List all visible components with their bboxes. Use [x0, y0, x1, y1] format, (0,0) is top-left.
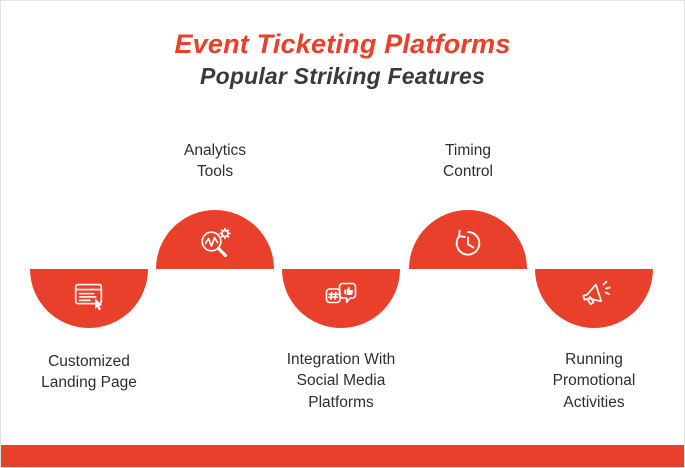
feature-label: Integration With Social Media Platforms	[286, 351, 396, 411]
feature-dome-promotional-activities	[535, 269, 653, 328]
feature-label: Running Promotional Activities	[552, 351, 636, 411]
page-subtitle: Popular Striking Features	[200, 63, 485, 90]
analytics-icon	[195, 224, 235, 264]
landing-page-icon	[69, 276, 109, 316]
page-title: Event Ticketing Platforms	[174, 29, 511, 59]
feature-dome-analytics-tools	[156, 210, 274, 269]
header: Event Ticketing Platforms Popular Striki…	[1, 29, 684, 91]
feature-label: Customized Landing Page	[41, 353, 137, 392]
footer-bar	[1, 445, 684, 467]
feature-dome-timing-control	[409, 210, 527, 269]
feature-label: Timing Control	[443, 142, 493, 181]
megaphone-icon	[574, 276, 614, 316]
feature-label: Analytics Tools	[183, 142, 247, 181]
timing-icon	[448, 224, 488, 264]
feature-dome-customized-landing-page	[30, 269, 148, 328]
social-media-icon	[321, 276, 361, 316]
feature-dome-social-media-integration	[282, 269, 400, 328]
